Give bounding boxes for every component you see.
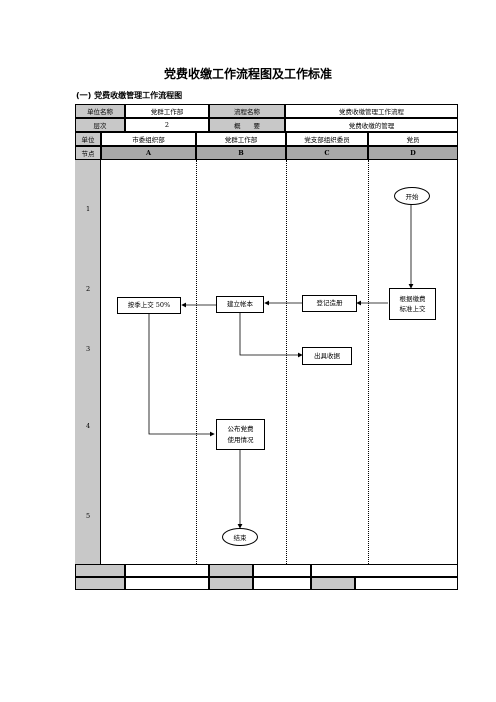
arrow-quarterly-to-publish	[148, 314, 215, 437]
page-title: 党费收缴工作流程图及工作标准	[163, 67, 332, 81]
arrow-account-to-receipt	[239, 313, 303, 358]
stage-1: 1	[86, 205, 91, 213]
section-subtitle: (一) 党费收缴管理工作流程图	[76, 91, 183, 100]
start-node: 开始	[394, 187, 430, 205]
footer-cell	[125, 564, 209, 577]
stage-3: 3	[86, 345, 91, 353]
footer-cell	[311, 564, 458, 577]
footer-cell	[355, 577, 458, 590]
footer-cell	[253, 577, 311, 590]
stage-2: 2	[86, 285, 91, 293]
footer-cell	[209, 564, 253, 577]
node-label: 节点	[75, 146, 101, 160]
footer-cell	[75, 564, 125, 577]
unit-name-value: 党群工作部	[125, 104, 209, 118]
lane-c-code: C	[286, 146, 368, 160]
stage-4: 4	[86, 422, 91, 430]
lane-d-code: D	[368, 146, 458, 160]
level-label: 层次	[75, 118, 125, 132]
lane-a-code: A	[101, 146, 196, 160]
summary-label: 概 要	[209, 118, 285, 132]
lane-d-name: 党员	[368, 132, 458, 146]
summary-value: 党费收缴的管理	[285, 118, 458, 132]
unit-name-label: 单位名称	[75, 104, 125, 118]
receipt-node: 出具收据	[302, 347, 352, 365]
pay-by-standard-node: 根据缴费 标准上交	[389, 288, 436, 320]
publish-usage-node: 公布党费 使用情况	[216, 419, 265, 450]
footer-cell	[209, 577, 253, 590]
lane-c-name: 党支部组织委员	[286, 132, 368, 146]
stage-column	[75, 160, 101, 564]
account-book-node: 建立帐本	[216, 296, 264, 313]
flow-name-value: 党费收缴管理工作流程	[285, 104, 458, 118]
footer-cell	[75, 577, 125, 590]
end-node: 结束	[222, 528, 258, 546]
lane-a-name: 市委组织部	[101, 132, 196, 146]
lane-divider-ab	[196, 160, 197, 564]
lane-b-code: B	[196, 146, 286, 160]
lane-divider-bc	[286, 160, 287, 564]
quarterly-submit-node: 按季上交 50%	[117, 297, 181, 314]
flow-name-label: 流程名称	[209, 104, 285, 118]
lane-unit-label: 单位	[75, 132, 101, 146]
footer-cell	[125, 577, 209, 590]
level-value: 2	[125, 118, 209, 132]
stage-5: 5	[86, 512, 91, 520]
footer-cell	[253, 564, 311, 577]
register-node: 登记造册	[302, 295, 357, 312]
lane-divider-cd	[368, 160, 369, 564]
lane-b-name: 党群工作部	[196, 132, 286, 146]
footer-cell	[311, 577, 355, 590]
